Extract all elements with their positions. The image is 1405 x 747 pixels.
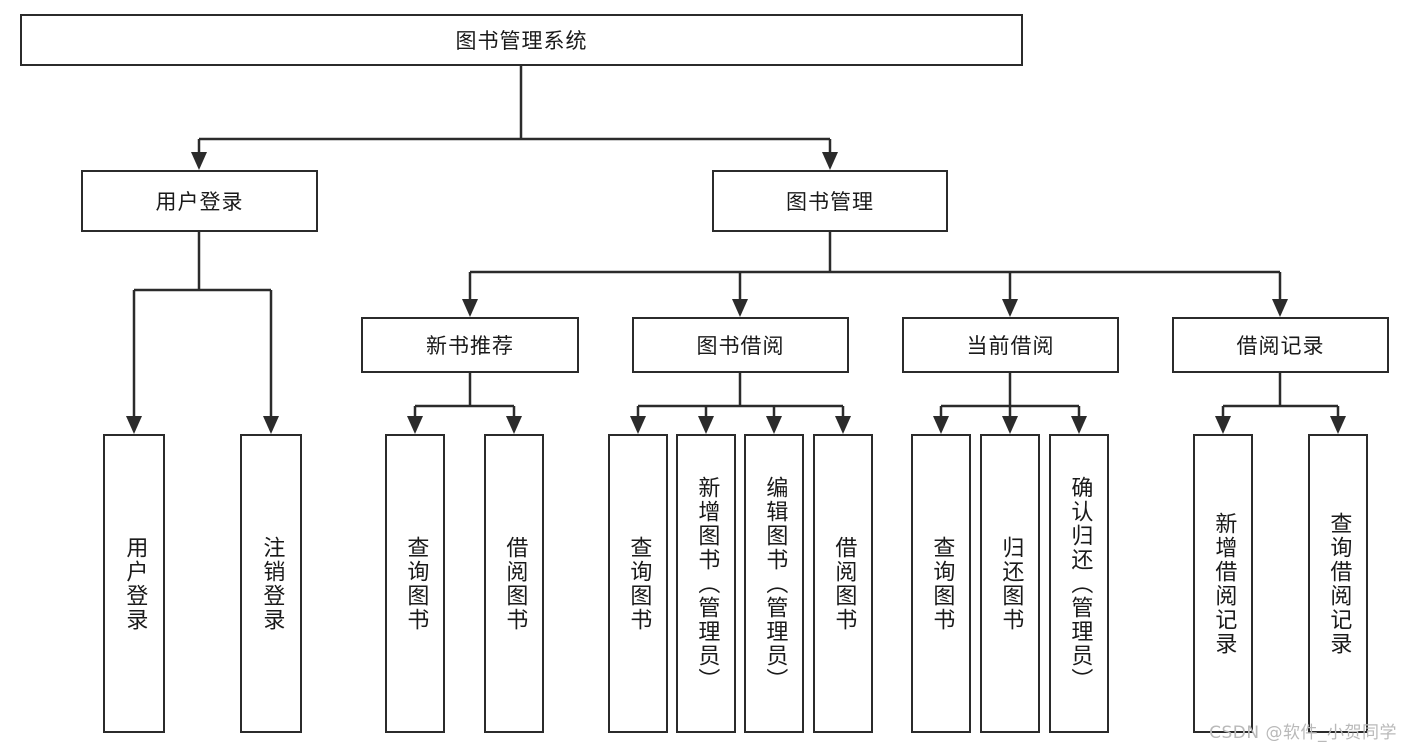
leaf-add-borrow-record-label: 新增借阅记录 (1211, 511, 1237, 656)
leaf-logout-login[interactable]: 注销登录 (240, 434, 302, 733)
node-root-label: 图书管理系统 (455, 29, 588, 53)
node-new-book-recommend-label: 新书推荐 (426, 334, 514, 358)
node-book-management-label: 图书管理 (786, 190, 874, 214)
leaf-borrow-book-2[interactable]: 借阅图书 (813, 434, 873, 733)
leaf-query-book-1[interactable]: 查询图书 (385, 434, 445, 733)
leaf-add-book-label: 新增图书（管理员） (694, 475, 720, 692)
leaf-borrow-book-1[interactable]: 借阅图书 (484, 434, 544, 733)
leaf-confirm-return[interactable]: 确认归还（管理员） (1049, 434, 1109, 733)
leaf-query-book-1-label: 查询图书 (403, 535, 429, 632)
node-current-borrow-label: 当前借阅 (966, 334, 1055, 358)
watermark: CSDN @软件_小贺同学 (1209, 723, 1397, 743)
leaf-edit-book-label: 编辑图书（管理员） (762, 475, 788, 692)
leaf-logout-login-label: 注销登录 (259, 535, 285, 632)
node-root[interactable]: 图书管理系统 (20, 14, 1023, 66)
node-new-book-recommend[interactable]: 新书推荐 (361, 317, 579, 373)
leaf-return-book-label: 归还图书 (998, 535, 1024, 632)
node-book-borrow-label: 图书借阅 (696, 334, 785, 358)
node-book-management[interactable]: 图书管理 (712, 170, 948, 232)
leaf-query-book-2[interactable]: 查询图书 (608, 434, 668, 733)
leaf-confirm-return-label: 确认归还（管理员） (1067, 475, 1093, 692)
leaf-add-book[interactable]: 新增图书（管理员） (676, 434, 736, 733)
node-borrow-record[interactable]: 借阅记录 (1172, 317, 1389, 373)
leaf-add-borrow-record[interactable]: 新增借阅记录 (1193, 434, 1253, 733)
leaf-query-borrow-record[interactable]: 查询借阅记录 (1308, 434, 1368, 733)
leaf-query-book-2-label: 查询图书 (626, 535, 652, 632)
leaf-borrow-book-1-label: 借阅图书 (502, 535, 528, 632)
leaf-user-login-label: 用户登录 (122, 535, 148, 632)
leaf-return-book[interactable]: 归还图书 (980, 434, 1040, 733)
node-user-login[interactable]: 用户登录 (81, 170, 318, 232)
leaf-query-book-3-label: 查询图书 (929, 535, 955, 632)
leaf-query-borrow-record-label: 查询借阅记录 (1326, 511, 1352, 656)
node-book-borrow[interactable]: 图书借阅 (632, 317, 849, 373)
leaf-edit-book[interactable]: 编辑图书（管理员） (744, 434, 804, 733)
node-borrow-record-label: 借阅记录 (1236, 334, 1325, 358)
leaf-query-book-3[interactable]: 查询图书 (911, 434, 971, 733)
node-user-login-label: 用户登录 (155, 190, 244, 214)
leaf-user-login[interactable]: 用户登录 (103, 434, 165, 733)
leaf-borrow-book-2-label: 借阅图书 (831, 535, 857, 632)
node-current-borrow[interactable]: 当前借阅 (902, 317, 1119, 373)
